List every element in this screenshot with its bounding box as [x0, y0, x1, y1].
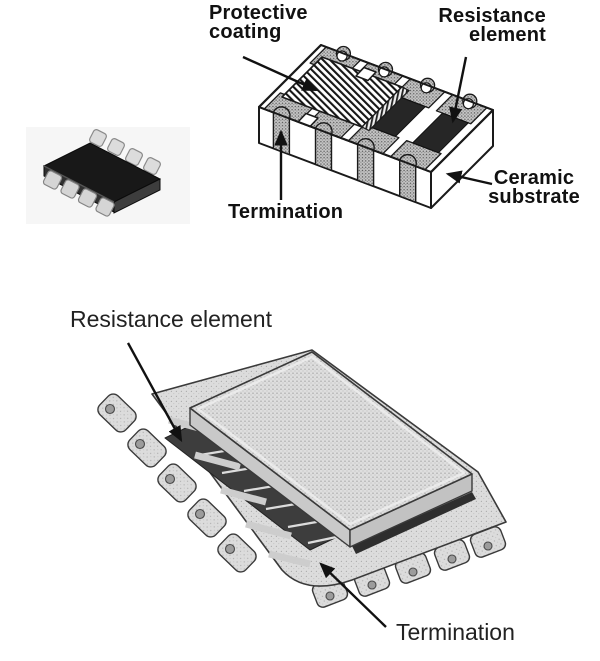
label-termination-top: Termination — [228, 201, 344, 223]
arrow-termination-bottom — [319, 562, 387, 628]
photo-chip-end — [113, 178, 161, 214]
label-resistance-element-bottom: Resistance element — [70, 306, 272, 332]
annotation-arrows — [126, 55, 493, 628]
photo-back-terminals — [89, 129, 161, 175]
photo-front-terminals — [42, 170, 115, 217]
chip-line-diagram — [258, 44, 494, 209]
arrow-resistance-element-bottom — [126, 342, 183, 443]
photo-edge-highlight — [43, 165, 115, 203]
protective-coating-hatch — [281, 56, 410, 132]
cutaway-cover-plate — [189, 351, 473, 548]
cutaway-left-terminals — [97, 393, 257, 573]
cutaway-left-terminal-dimples — [104, 403, 236, 555]
arrow-resistance-element-top — [449, 56, 468, 124]
cutaway-front-terminal-dimples — [325, 541, 493, 601]
arrow-ceramic-substrate — [445, 170, 493, 186]
cutaway-layer-gap — [352, 492, 476, 554]
arrow-protective-coating — [242, 55, 319, 92]
chip-photo — [26, 127, 190, 224]
label-termination-bottom: Termination — [396, 619, 515, 645]
chip-cutaway-illustration — [97, 349, 507, 608]
label-protective-coating: Protective coating — [209, 2, 308, 43]
front-terminal-caps — [263, 92, 442, 171]
label-resistance-element-top: Resistance element — [438, 5, 546, 46]
label-ceramic-substrate: Ceramic substrate — [488, 167, 580, 208]
top-face-outline — [258, 44, 494, 173]
